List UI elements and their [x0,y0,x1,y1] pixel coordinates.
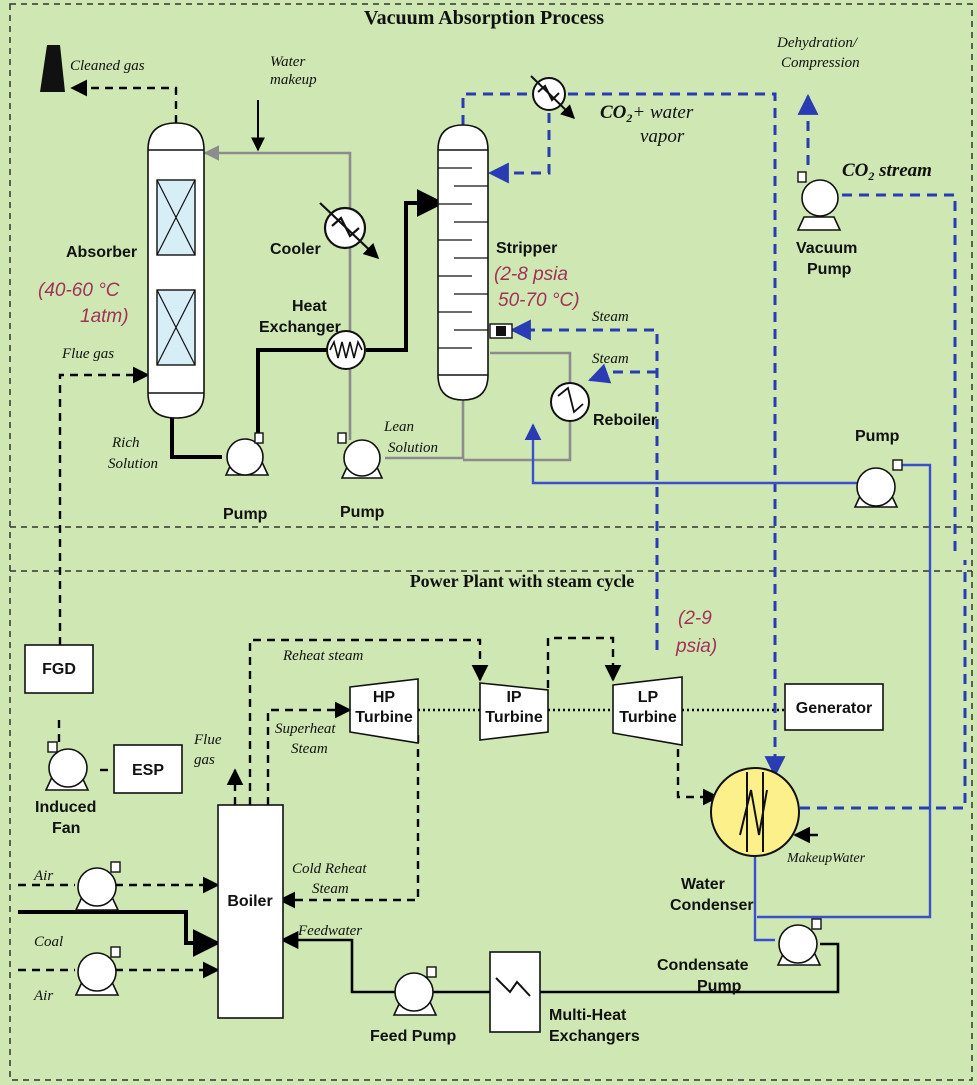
steam-cycle-lines [18,636,720,979]
feed-pump-label: Feed Pump [370,1028,456,1045]
esp-box [113,744,183,794]
co2-condenser-icon [530,75,576,119]
pump-label-1: Pump [223,506,268,523]
multi-heat-label: Multi-Heat [549,1007,627,1024]
superheat-steam-label-2: Steam [291,741,328,757]
cold-reheat-label: Cold Reheat [292,861,367,877]
water-makeup-label: Water [270,54,305,70]
cleaned-gas-line [70,79,178,123]
flue-gas-label-2: Flue [193,732,222,748]
top-section-title: Vacuum Absorption Process [364,7,604,29]
reboiler-icon [550,382,590,422]
cooler-label: Cooler [270,241,321,258]
boiler-box [217,804,284,1019]
multi-heat-label-2: Exchangers [549,1028,640,1045]
steam-label-2: Steam [592,351,629,367]
flue-gas-label-3: gas [194,752,215,768]
ip-turbine-label: IP [506,689,521,706]
generator-box [784,683,884,731]
lean-solution-label-2: Solution [388,440,438,456]
water-makeup-label-2: makeup [270,72,317,88]
water-condenser-label-2: Condenser [670,897,754,914]
coal-label: Coal [34,934,63,950]
rich-solution-label: Rich [111,435,140,451]
dehydration-label: Dehydration/ [776,35,859,51]
vacuum-pump-icon [796,171,842,231]
reheat-steam-label: Reheat steam [282,648,364,664]
absorber-column [147,122,205,419]
steam-label-1: Steam [592,309,629,325]
heat-exchanger-label: Heat [292,298,327,315]
hp-turbine-icon [349,678,419,744]
cleaned-gas-label: Cleaned gas [70,58,145,74]
multi-heat-exchanger-icon [489,951,541,1033]
reboiler-label: Reboiler [593,412,657,429]
compression-label: Compression [781,55,860,71]
condensate-pump-label: Condensate [657,957,749,974]
pump-lean-icon [337,432,384,479]
cooler-icon [319,202,380,260]
air-label-1: Air [33,868,53,884]
flue-gas-line [58,366,150,645]
stripper-conditions: (2-8 psia [494,264,568,285]
absorber-conditions-2: 1atm) [80,306,129,327]
lp-pressure-label: (2-9 [678,608,712,629]
air-pump-2-icon [74,946,121,996]
vacuum-pump-label: Vacuum [796,240,857,257]
heat-exchanger-label-2: Exchanger [259,319,341,336]
induced-fan-icon [44,741,90,791]
condensate-pump-icon [776,918,822,966]
fgd-box [24,644,94,694]
water-condenser-icon [710,767,800,857]
hp-turbine-label-2: Turbine [355,709,413,726]
air-label-2: Air [33,988,53,1004]
makeup-water-label: MakeupWater [786,851,866,866]
rich-solution-label-2: Solution [108,456,158,472]
vapor-label: vapor [640,126,685,147]
ip-turbine-icon [479,682,549,741]
outer-border [9,3,973,1081]
induced-fan-label-2: Fan [52,820,80,837]
lp-pressure-label-2: psia) [675,636,717,657]
hp-turbine-label: HP [373,689,396,706]
feedwater-label: Feedwater [297,923,362,939]
pump-rich-icon [224,432,270,476]
esp-label: ESP [132,762,164,779]
bottom-section-title: Power Plant with steam cycle [410,571,635,591]
pump-right-icon [853,459,903,508]
stack-icon [40,45,65,92]
pump-label-2: Pump [340,504,385,521]
co2-lines [461,92,967,942]
co2-water-label: CO2+ water [600,102,694,125]
flue-gas-label: Flue gas [61,346,114,362]
condensate-pump-label-2: Pump [697,978,742,995]
stripper-column [437,124,513,401]
air-pump-1-icon [74,861,121,911]
pump-right-label: Pump [855,428,900,445]
lp-turbine-icon [612,676,683,746]
absorber-conditions: (40-60 °C [38,280,120,301]
vacuum-pump-label-2: Pump [807,261,852,278]
rich-solution-lines [170,189,445,459]
stripper-label: Stripper [496,240,557,257]
feed-pump-icon [392,966,438,1016]
co2-stream-label: CO2 stream [842,160,932,183]
lean-solution-label: Lean [383,419,414,435]
water-condenser-label: Water [681,876,725,893]
boiler-label: Boiler [227,893,272,910]
lp-turbine-label-2: Turbine [619,709,677,726]
generator-label: Generator [796,700,872,717]
absorber-label: Absorber [66,244,137,261]
fgd-label: FGD [42,661,76,678]
superheat-steam-label: Superheat [275,721,336,737]
stripper-conditions-2: 50-70 °C) [498,290,580,311]
induced-fan-label: Induced [35,799,96,816]
ip-turbine-label-2: Turbine [485,709,543,726]
cold-reheat-label-2: Steam [312,881,349,897]
lp-turbine-label: LP [638,689,659,706]
feedwater-lines [280,930,840,994]
heat-exchanger-icon [326,330,366,370]
coal-line [18,910,221,957]
